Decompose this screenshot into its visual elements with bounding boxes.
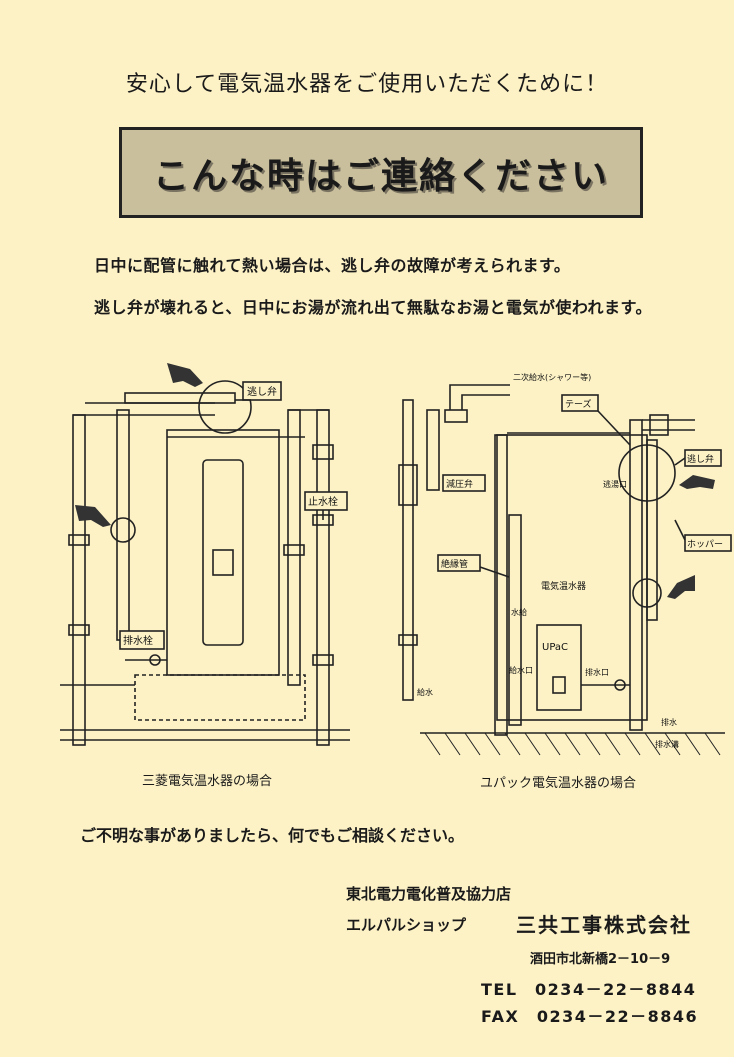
pointing-hand-icon <box>679 475 715 489</box>
paragraph-2: 逃し弁が壊れると、日中にお湯が流れ出て無駄なお湯と電気が使われます。 <box>94 298 652 317</box>
label-heater: 電気温水器 <box>541 580 586 592</box>
label-water-supply-port: 給水口 <box>509 665 533 675</box>
label-drain-pipe: 排水溝 <box>655 739 679 749</box>
label-tees: テーズ <box>565 398 592 410</box>
org-line-2: エルパルショップ <box>346 916 467 934</box>
page-title: こんな時はご連絡ください <box>152 155 609 197</box>
company-name: 三共工事株式会社 <box>516 913 692 937</box>
left-diagram <box>60 380 350 746</box>
label-pressure-reducer: 減圧弁 <box>446 478 473 490</box>
right-diagram <box>398 384 732 756</box>
plumbing-diagram: 逃し弁 止水栓 排水栓 二次給水(シャワー等) テーズ 逃し弁 減圧弁 絶縁管 … <box>60 363 732 756</box>
caption-right: ユパック電気温水器の場合 <box>480 776 637 791</box>
label-relief-valve-left: 逃し弁 <box>247 385 277 398</box>
org-line-1: 東北電力電化普及協力店 <box>346 885 512 903</box>
title-box: こんな時はご連絡ください <box>119 127 643 218</box>
label-water-flow: 水給 <box>511 607 527 617</box>
caption-left: 三菱電気温水器の場合 <box>142 774 273 789</box>
label-relief-port: 逃湯口 <box>603 479 627 489</box>
fax-number: FAX 0234－22－8846 <box>481 1007 699 1026</box>
label-hopper: ホッパー <box>687 539 723 550</box>
label-upac: UPaC <box>542 642 568 653</box>
label-drain-valve: 排水栓 <box>123 634 153 647</box>
label-insulation: 絶縁管 <box>441 558 468 570</box>
paragraph-1: 日中に配管に触れて熱い場合は、逃し弁の故障が考えられます。 <box>94 256 571 275</box>
label-drain: 排水 <box>661 717 677 727</box>
label-water-in: 給水 <box>417 687 433 697</box>
contact-note: ご不明な事がありましたら、何でもご相談ください。 <box>80 826 465 845</box>
address: 酒田市北新橋2－10－9 <box>530 952 671 967</box>
telephone: TEL 0234－22－8844 <box>481 980 697 999</box>
subtitle: 安心して電気温水器をご使用いただくために！ <box>125 72 609 97</box>
label-drain-port: 排水口 <box>585 667 609 677</box>
label-stop-valve: 止水栓 <box>308 495 338 508</box>
pointing-hand-icon <box>667 575 695 599</box>
label-relief-valve-right: 逃し弁 <box>687 453 714 465</box>
label-secondary-supply: 二次給水(シャワー等) <box>513 372 591 382</box>
pointing-hand-icon <box>167 363 203 387</box>
pointing-hand-icon <box>75 505 111 527</box>
